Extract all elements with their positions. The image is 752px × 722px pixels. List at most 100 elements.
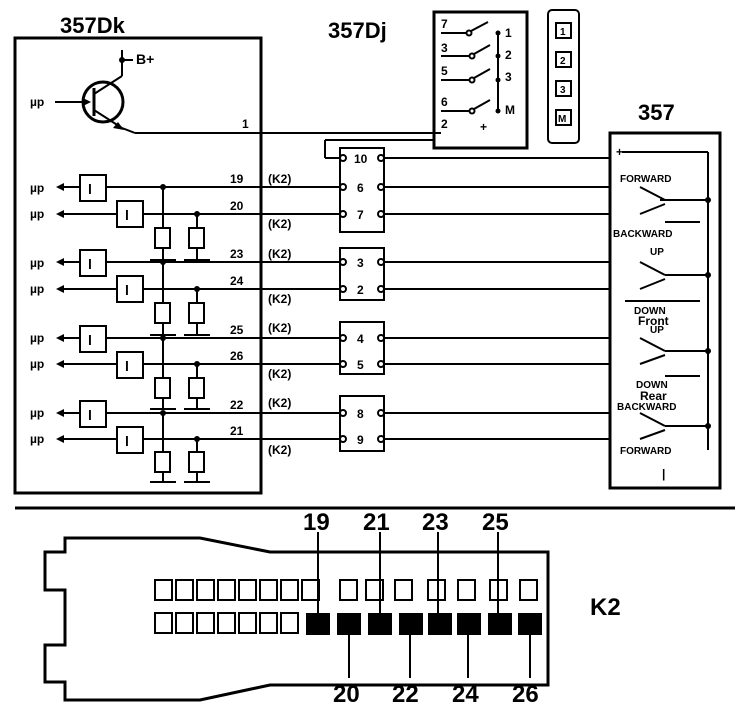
terminal-pin-label: 3 bbox=[357, 256, 364, 270]
switch-pin-label: M bbox=[505, 103, 515, 117]
line-label: 23 bbox=[230, 247, 244, 261]
switch-pin-label: 2 bbox=[441, 117, 448, 131]
terminal-pin-label: 4 bbox=[357, 332, 364, 346]
backward-label: BACKWARD bbox=[617, 402, 676, 413]
k2-label: (K2) bbox=[268, 396, 291, 410]
mp-label: µp bbox=[30, 282, 44, 296]
mp-label: µp bbox=[30, 432, 44, 446]
k2-label: (K2) bbox=[268, 321, 291, 335]
line-label: 21 bbox=[230, 424, 244, 438]
line-label: 24 bbox=[230, 274, 244, 288]
schmitt-block bbox=[116, 426, 144, 454]
schmitt-block bbox=[79, 174, 107, 202]
k2-label: (K2) bbox=[268, 172, 291, 186]
front-label: Front bbox=[638, 314, 669, 328]
switch-pin-label: 6 bbox=[441, 95, 448, 109]
line-label: 22 bbox=[230, 398, 244, 412]
terminal-pin-label: 7 bbox=[357, 208, 364, 222]
key-label: 2 bbox=[560, 56, 566, 67]
k2-label: (K2) bbox=[268, 292, 291, 306]
transistor-symbol: B+ 1 µp bbox=[30, 50, 428, 134]
switch-pin-label: 5 bbox=[441, 64, 448, 78]
controller-module: 357Dk B+ 1 µp µp l bbox=[13, 13, 428, 495]
key-button[interactable] bbox=[555, 22, 572, 39]
line-label: 25 bbox=[230, 323, 244, 337]
schmitt-block bbox=[79, 325, 107, 353]
up-label: UP bbox=[650, 247, 664, 258]
k2-pin-label: 22 bbox=[392, 681, 419, 708]
switch-pin-label: 3 bbox=[441, 41, 448, 55]
switch-pin-label: 3 bbox=[505, 70, 512, 84]
backward-label: BACKWARD bbox=[613, 229, 672, 240]
pin1-label: 1 bbox=[242, 117, 249, 131]
mp-label: µp bbox=[30, 256, 44, 270]
svg-text:l: l bbox=[88, 407, 92, 423]
k2-pin-label: 23 bbox=[422, 509, 449, 536]
terminal-block: 10 6 7 3 2 4 5 8 9 bbox=[339, 147, 610, 452]
k2-pin-label: 21 bbox=[363, 509, 390, 536]
seat-switch-module: 357 + FORWARD BACKWARD UP DOWN Front UP … bbox=[608, 100, 722, 490]
k2-label: (K2) bbox=[268, 367, 291, 381]
k2-pin-label: 20 bbox=[333, 681, 360, 708]
keypad: 1 2 3 M bbox=[547, 9, 580, 144]
svg-text:l: l bbox=[125, 282, 129, 298]
key-button[interactable] bbox=[555, 80, 572, 97]
switch-pin-label: + bbox=[480, 120, 487, 134]
minus-label: | bbox=[662, 467, 665, 481]
line-label: 20 bbox=[230, 199, 244, 213]
up-label: UP bbox=[650, 325, 664, 336]
svg-text:l: l bbox=[125, 207, 129, 223]
key-label: 3 bbox=[560, 85, 566, 96]
supply-label: B+ bbox=[136, 51, 154, 67]
switch-label: 357Dj bbox=[328, 18, 387, 43]
svg-text:l: l bbox=[88, 181, 92, 197]
k2-label: (K2) bbox=[268, 217, 291, 231]
terminal-pin-label: 2 bbox=[357, 283, 364, 297]
switch-module: 357Dj 7 3 5 6 2 1 2 3 M + bbox=[324, 10, 529, 159]
schmitt-block bbox=[79, 400, 107, 428]
mp-label: µp bbox=[30, 207, 44, 221]
mp-label: µp bbox=[30, 406, 44, 420]
key-button[interactable] bbox=[555, 109, 572, 126]
schmitt-block bbox=[116, 200, 144, 228]
k2-connector: 19 21 23 25 20 22 24 26 K2 bbox=[43, 509, 621, 708]
line-label: 26 bbox=[230, 349, 244, 363]
terminal-pin-label: 8 bbox=[357, 407, 364, 421]
forward-label: FORWARD bbox=[620, 446, 671, 457]
forward-label: FORWARD bbox=[620, 174, 671, 185]
switch-pin-label: 2 bbox=[505, 48, 512, 62]
k2-pin-label: 25 bbox=[482, 509, 509, 536]
k2-pin-label: 19 bbox=[303, 509, 330, 536]
plus-label: + bbox=[616, 145, 623, 159]
terminal-pin-label: 6 bbox=[357, 181, 364, 195]
mp-in-label: µp bbox=[30, 95, 44, 109]
mp-label: µp bbox=[30, 357, 44, 371]
schmitt-block bbox=[79, 249, 107, 277]
switch-pin-label: 1 bbox=[505, 26, 512, 40]
svg-text:l: l bbox=[88, 332, 92, 348]
seat-label: 357 bbox=[638, 100, 675, 125]
k2-connector-label: K2 bbox=[590, 594, 621, 621]
key-button[interactable] bbox=[555, 51, 572, 68]
line-label: 19 bbox=[230, 172, 244, 186]
k2-top-row bbox=[154, 579, 538, 601]
switch-pin-label: 7 bbox=[441, 17, 448, 31]
schmitt-block bbox=[116, 275, 144, 303]
svg-text:l: l bbox=[88, 256, 92, 272]
down-label: DOWN bbox=[636, 380, 668, 391]
k2-label: (K2) bbox=[268, 247, 291, 261]
mp-label: µp bbox=[30, 331, 44, 345]
terminal-pin-label: 10 bbox=[354, 152, 368, 166]
terminal-pins: 10 6 7 3 2 4 5 8 9 bbox=[339, 152, 385, 447]
terminal-pin-label: 5 bbox=[357, 358, 364, 372]
svg-text:l: l bbox=[125, 358, 129, 374]
mp-label: µp bbox=[30, 181, 44, 195]
input-channels: µp l 19 (K2) µp l 20 (K2) bbox=[30, 172, 340, 483]
k2-pin-label: 26 bbox=[512, 681, 539, 708]
k2-label: (K2) bbox=[268, 443, 291, 457]
key-label: M bbox=[558, 114, 566, 125]
svg-text:l: l bbox=[125, 433, 129, 449]
k2-pin-label: 24 bbox=[452, 681, 479, 708]
schmitt-block bbox=[116, 351, 144, 379]
